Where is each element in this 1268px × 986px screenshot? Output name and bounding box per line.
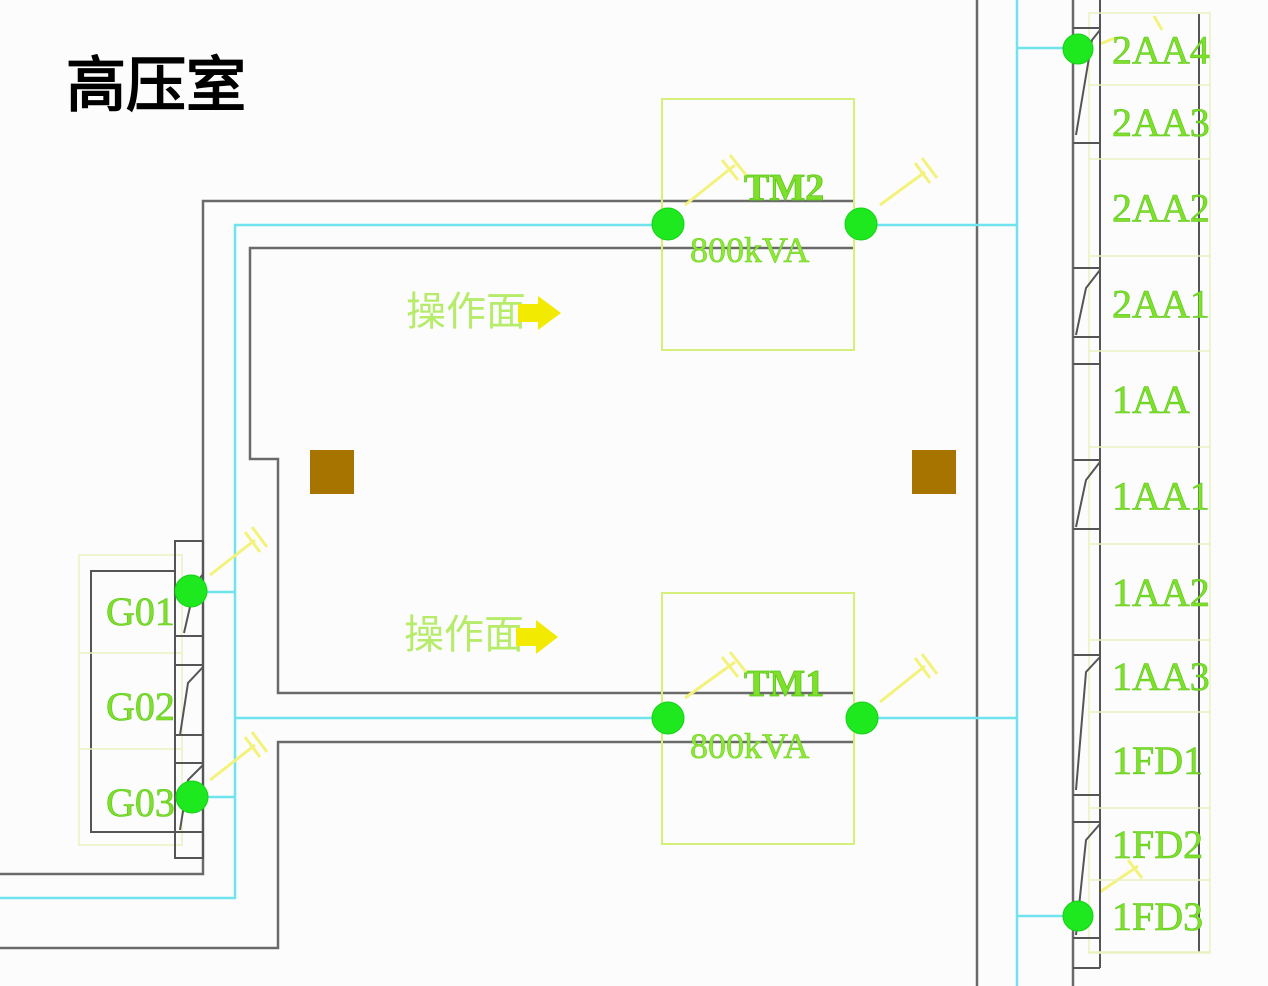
right-arrow-icon xyxy=(516,620,558,654)
transformer-tm1-rating: 800kVA xyxy=(690,726,809,766)
cable-marker-icon xyxy=(1099,859,1144,894)
lv-panel-label: 2AA3 xyxy=(1112,100,1210,145)
lv-panel-1aa2[interactable]: 1AA2 xyxy=(1089,570,1210,641)
cable-marker-icon xyxy=(879,157,939,207)
lv-panel-2aa1[interactable]: 2AA1 xyxy=(1089,281,1210,352)
cable-marker-icon xyxy=(684,154,748,207)
lv-panel-label: 2AA4 xyxy=(1112,28,1210,73)
lv-panel-1fd2[interactable]: 1FD2 xyxy=(1089,822,1210,881)
connection-node xyxy=(651,701,685,735)
hv-panel-g03[interactable]: G03 xyxy=(106,780,175,826)
transformer-tm1-name: TM1 xyxy=(744,663,824,705)
lv-panel-1aa3[interactable]: 1AA3 xyxy=(1089,654,1210,713)
cable-marker-icon xyxy=(879,653,939,704)
cable-hv-main xyxy=(0,223,668,900)
operating-face-label: 操作面 xyxy=(406,289,526,335)
lv-switchgear-outline xyxy=(1088,12,1211,954)
transformer-tm2-outline xyxy=(661,98,855,351)
hv-switchgear: G01 G02 G03 xyxy=(78,540,204,859)
lv-panel-1fd1[interactable]: 1FD1 xyxy=(1089,738,1210,809)
lv-panel-2aa2[interactable]: 2AA2 xyxy=(1089,185,1210,257)
operating-face-upper: 操作面 xyxy=(406,289,561,335)
lv-panel-label: 1AA3 xyxy=(1112,654,1210,699)
right-arrow-icon xyxy=(518,296,561,330)
lv-panel-label: 1AA1 xyxy=(1112,474,1210,519)
lv-panel-label: 1FD3 xyxy=(1112,894,1203,939)
lv-panel-label: 1AA2 xyxy=(1112,570,1210,615)
structural-column xyxy=(912,450,956,494)
connection-node xyxy=(845,701,879,735)
transformer-tm1-outline xyxy=(661,592,855,845)
wall-lower xyxy=(0,740,660,950)
hv-cable-trench xyxy=(174,540,204,859)
cable-markers xyxy=(209,15,1164,894)
trench-walls xyxy=(0,0,979,986)
transformer-tm1[interactable]: TM1 800kVA xyxy=(661,592,855,845)
lv-panel-list: 2AA4 2AA3 2AA2 2AA1 1AA 1AA1 1AA2 1AA3 1FD1 1FD2 1… xyxy=(1089,27,1210,953)
room-title: 高压室 xyxy=(66,51,246,121)
hv-panel-g02[interactable]: G02 xyxy=(106,684,175,730)
connection-node xyxy=(651,207,685,241)
connection-node xyxy=(1062,33,1094,65)
transformer-tm2-name: TM2 xyxy=(744,167,824,209)
wall-outer xyxy=(0,199,660,876)
operating-face-lower: 操作面 xyxy=(404,612,558,658)
lv-panel-1aa[interactable]: 1AA xyxy=(1089,377,1210,448)
transformer-tm2-rating: 800kVA xyxy=(690,230,809,270)
lv-switchgear xyxy=(1071,0,1211,986)
operating-face-label: 操作面 xyxy=(404,612,524,658)
lv-panel-2aa3[interactable]: 2AA3 xyxy=(1089,100,1210,160)
wall-inner-upper xyxy=(248,246,660,695)
connection-node xyxy=(1062,900,1094,932)
lv-panel-1aa1[interactable]: 1AA1 xyxy=(1089,473,1210,545)
lv-panel-2aa4[interactable]: 2AA4 xyxy=(1089,27,1210,86)
lv-panel-label: 1AA xyxy=(1112,377,1190,422)
transformer-tm2[interactable]: TM2 800kVA xyxy=(661,98,855,351)
connection-node xyxy=(844,207,878,241)
lv-panel-label: 1FD2 xyxy=(1112,822,1203,867)
cables xyxy=(0,0,1076,986)
cable-marker-icon xyxy=(684,651,748,700)
lv-panel-1fd3[interactable]: 1FD3 xyxy=(1089,894,1210,953)
hv-panel-label: G02 xyxy=(106,684,175,729)
hv-switchgear-outline xyxy=(78,554,183,846)
cable-marker-icon xyxy=(1099,15,1164,46)
lv-panel-label: 2AA2 xyxy=(1112,186,1210,231)
lv-panel-label: 1FD1 xyxy=(1112,738,1203,783)
connection-nodes xyxy=(174,33,1094,932)
hv-panel-g01[interactable]: G01 xyxy=(106,589,175,635)
hv-panel-label: G01 xyxy=(106,589,175,634)
connection-node xyxy=(174,574,208,608)
lv-panel-label: 2AA1 xyxy=(1112,282,1210,327)
connection-node xyxy=(175,780,209,814)
cable-marker-icon xyxy=(209,526,269,577)
cable-marker-icon xyxy=(209,731,269,782)
hv-panel-label: G03 xyxy=(106,780,175,825)
structural-column xyxy=(310,450,354,494)
